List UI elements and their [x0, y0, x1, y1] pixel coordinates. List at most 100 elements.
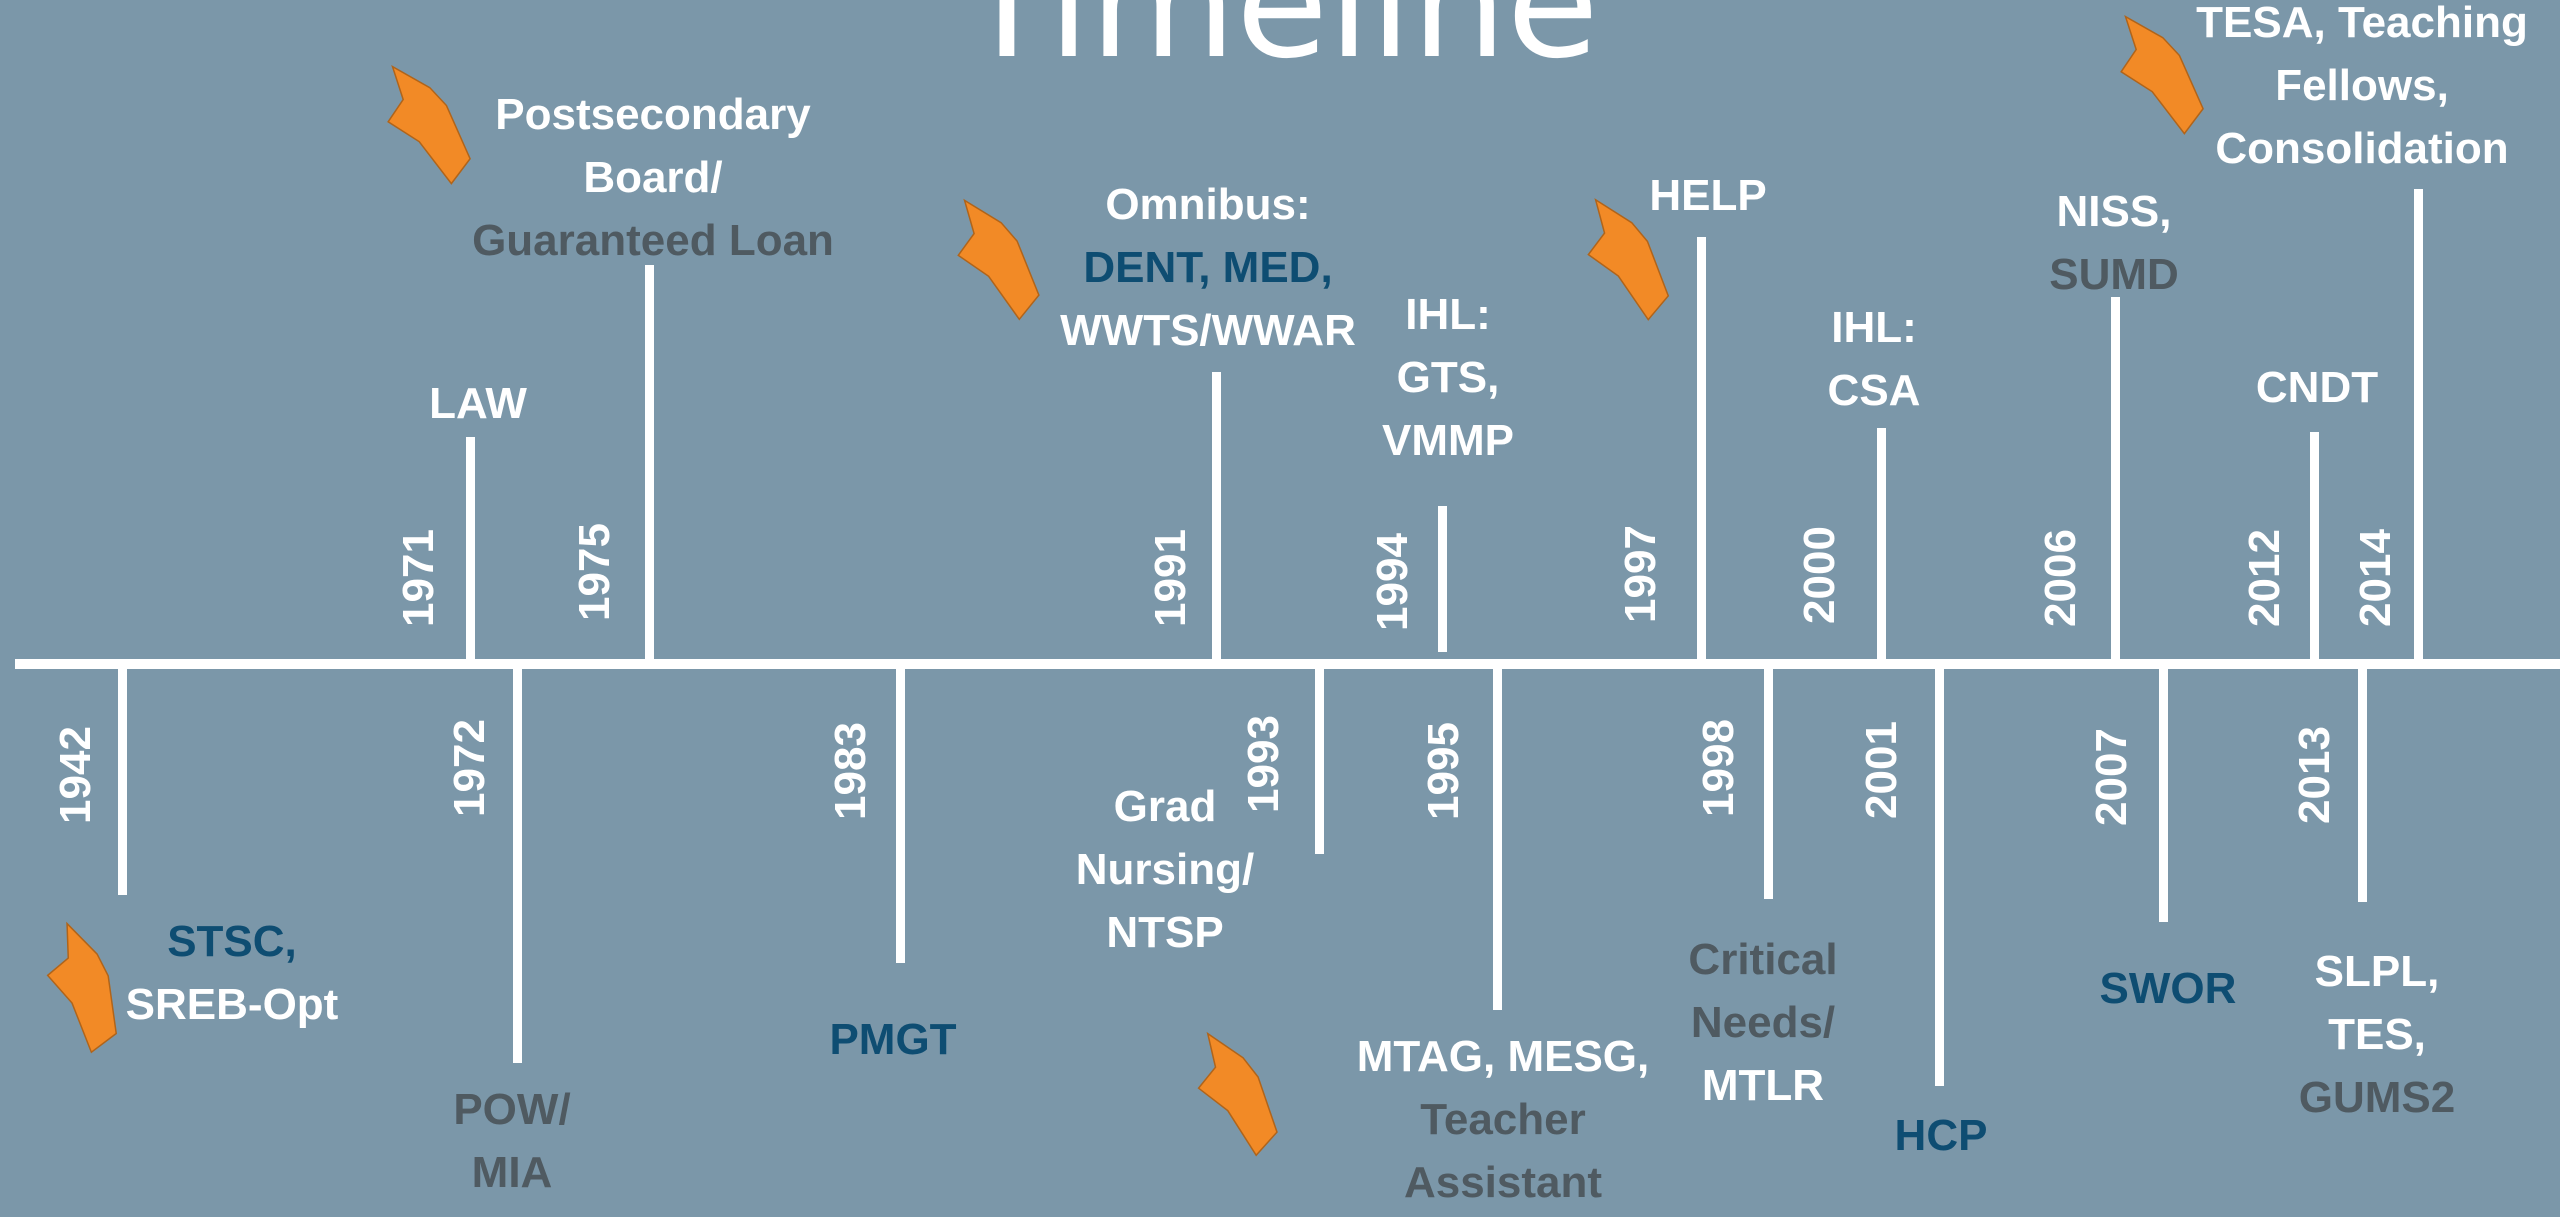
timeline-tick: [896, 669, 905, 963]
event-label-line: MTAG, MESG,: [1356, 1032, 1650, 1081]
orange-arrow-icon: [1197, 1031, 1278, 1157]
timeline-tick: [1935, 669, 1944, 1086]
timeline-tick: [1764, 669, 1773, 899]
event-label-line: Nursing/: [1075, 845, 1255, 894]
event-label: SWOR: [2100, 957, 2237, 1020]
event-label-line: PMGT: [829, 1015, 957, 1064]
timeline-tick: [645, 265, 654, 659]
event-label-line: CNDT: [2255, 363, 2379, 412]
event-label-line: SUMD: [2049, 250, 2179, 299]
timeline-tick: [1493, 669, 1502, 1010]
year-label: 2006: [2036, 529, 2085, 627]
year-label: 1997: [1616, 525, 1665, 623]
timeline-tick: [466, 437, 475, 659]
timeline-tick: [2358, 669, 2367, 902]
year-label: 2012: [2240, 529, 2289, 627]
year-label: 1972: [445, 719, 494, 817]
event-label-line: HCP: [1894, 1111, 1988, 1160]
event-label-line: Grad: [1113, 782, 1217, 831]
event-label-line: SREB-Opt: [125, 980, 339, 1029]
event-label: SLPL, TES, GUMS2: [2299, 940, 2455, 1129]
orange-arrow-icon: [1587, 198, 1670, 321]
event-label: POW/MIA: [453, 1078, 570, 1204]
orange-arrow-icon: [957, 198, 1040, 321]
orange-arrow-icon: [387, 65, 471, 185]
orange-arrow-icon: [46, 921, 118, 1054]
event-label-line: TES,: [2328, 1010, 2426, 1059]
event-label-line: MTLR: [1701, 1061, 1825, 1110]
timeline-tick: [2111, 297, 2120, 659]
timeline-tick: [513, 669, 522, 1063]
event-label: NISS, SUMD: [2049, 180, 2179, 306]
event-label: LAW: [429, 372, 527, 435]
timeline-tick: [1877, 428, 1886, 659]
event-label: HELP: [1649, 164, 1766, 227]
event-label-line: LAW: [429, 379, 527, 428]
event-label: STSC, SREB-Opt: [126, 910, 339, 1036]
timeline-axis: [15, 659, 2560, 669]
event-label-line: HELP: [1649, 171, 1767, 220]
event-label: Omnibus: DENT, MED, WWTS/WWAR: [1060, 173, 1356, 362]
event-label: CNDT: [2256, 356, 2378, 419]
event-label-line: POW/: [453, 1085, 571, 1134]
event-label-line: IHL:: [1405, 290, 1491, 339]
event-label-line: Fellows,: [2275, 61, 2449, 110]
event-label-line: WWTS/WWAR: [1060, 306, 1356, 355]
event-label-line: Postsecondary: [495, 90, 811, 139]
event-label-line: SWOR: [2099, 964, 2237, 1013]
year-label: 1975: [570, 523, 619, 621]
event-label-line: DENT, MED,: [1083, 243, 1333, 292]
year-label: 1971: [394, 529, 443, 627]
timeline-tick: [1438, 506, 1447, 652]
year-label: 2013: [2290, 726, 2339, 824]
timeline-tick: [2414, 189, 2423, 659]
event-label-line: Needs/: [1690, 998, 1836, 1047]
year-label: 2014: [2351, 529, 2400, 627]
year-label: 1942: [51, 726, 100, 824]
year-label: 1991: [1146, 529, 1195, 627]
year-label: 2001: [1857, 721, 1906, 819]
timeline-tick: [1697, 237, 1706, 659]
event-label-line: TESA, Teaching: [2196, 0, 2528, 47]
event-label-line: Critical: [1688, 935, 1838, 984]
event-label-line: CSA: [1827, 366, 1921, 415]
event-label-line: Assistant: [1403, 1158, 1603, 1207]
year-label: 1995: [1419, 722, 1468, 820]
timeline-tick: [118, 669, 127, 895]
event-label-line: Guaranteed Loan: [472, 216, 834, 265]
orange-arrow-icon: [2120, 15, 2204, 135]
event-label-line: MIA: [471, 1148, 553, 1197]
year-label: 1983: [826, 722, 875, 820]
event-label-line: Board/: [583, 153, 723, 202]
timeline-tick: [2159, 669, 2168, 922]
event-label-line: IHL:: [1831, 303, 1917, 352]
timeline-tick: [1315, 669, 1324, 854]
timeline-tick: [2310, 432, 2319, 659]
year-label: 2000: [1795, 526, 1844, 624]
timeline-tick: [1212, 372, 1221, 659]
event-label: IHL: GTS, VMMP: [1382, 283, 1514, 472]
event-label: HCP: [1895, 1104, 1988, 1167]
event-label: PMGT: [829, 1008, 956, 1071]
event-label-line: VMMP: [1382, 416, 1514, 465]
event-label-line: STSC,: [167, 917, 297, 966]
year-label: 2007: [2087, 728, 2136, 826]
year-label: 1998: [1694, 719, 1743, 817]
event-label-line: Teacher: [1420, 1095, 1586, 1144]
event-label-line: Consolidation: [2215, 124, 2509, 173]
event-label-line: GUMS2: [2298, 1073, 2456, 1122]
event-label-line: SLPL,: [2314, 947, 2440, 996]
event-label: IHL: CSA: [1828, 296, 1921, 422]
event-label-line: NTSP: [1106, 908, 1224, 957]
page-title: Timeline: [961, 0, 1599, 92]
year-label: 1994: [1368, 533, 1417, 631]
event-label-line: NISS,: [2056, 187, 2172, 236]
event-label-line: Omnibus:: [1105, 180, 1311, 229]
event-label-line: GTS,: [1396, 353, 1500, 402]
